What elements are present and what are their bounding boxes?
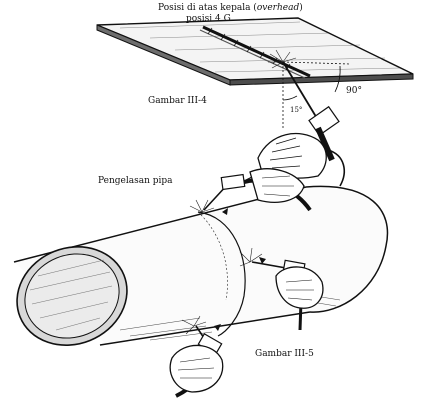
overhead-position-subtitle: posisi 4 G. <box>186 14 234 24</box>
direction-arrow <box>214 324 221 331</box>
spark-bottom <box>181 315 207 335</box>
overhead-position-title: Posisi di atas kepala (overhead) <box>158 3 303 13</box>
angle-90-label: 90° <box>346 86 362 96</box>
pipe-electrode-top <box>203 168 312 212</box>
pipe-opening <box>16 245 128 347</box>
pipe-electrode-bottom <box>169 325 224 398</box>
pipe-welding-heading: Pengelasan pipa <box>98 176 173 186</box>
arc-sparks <box>268 49 297 69</box>
direction-arrow <box>259 257 266 264</box>
overhead-electrode-holder <box>282 61 345 187</box>
spark-top <box>189 199 215 213</box>
pipe-electrode-middle <box>251 259 324 331</box>
angle-15-label: 15° <box>290 106 303 114</box>
direction-arrow <box>222 208 228 215</box>
title-suffix: ) <box>299 3 303 13</box>
angle-guides <box>282 61 351 130</box>
overhead-plate <box>96 17 414 86</box>
overhead-hand <box>245 132 327 181</box>
figure-caption-III-5: Gambar III-5 <box>255 349 314 359</box>
title-prefix: Posisi di atas kepala ( <box>158 3 257 13</box>
title-italic: overhead <box>256 3 300 13</box>
spark-middle <box>239 247 263 267</box>
figure-caption-III-4: Gambar III-4 <box>148 96 207 106</box>
